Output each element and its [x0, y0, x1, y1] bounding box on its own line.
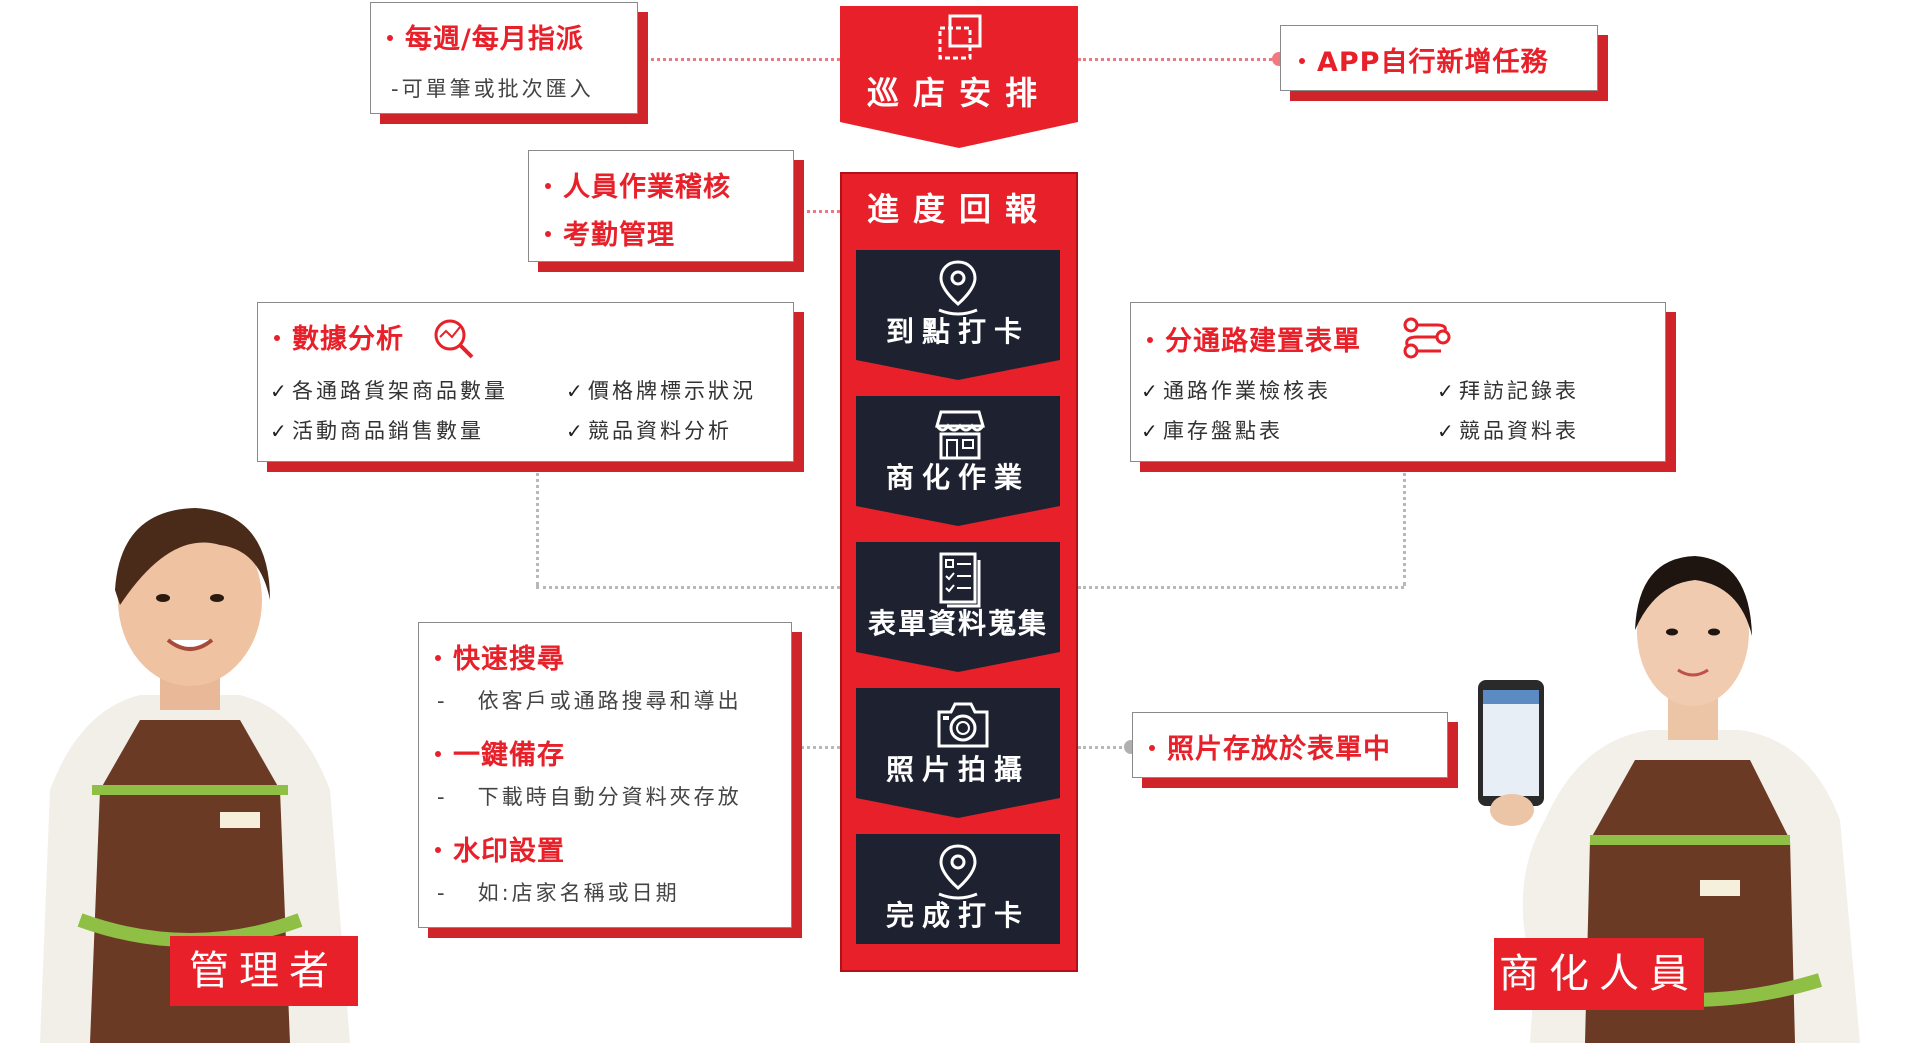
step-photo: 照片拍攝 — [856, 688, 1060, 798]
connector-audit — [795, 210, 840, 213]
search-section-sub: 如:店家名稱或日期 — [477, 881, 680, 905]
step-label: 照片拍攝 — [885, 753, 1030, 786]
step-label: 到點打卡 — [885, 315, 1030, 348]
search-section-title: 水印設置 — [453, 836, 565, 867]
connector-app — [1078, 58, 1278, 61]
connector-forms-v — [1403, 466, 1406, 586]
step-arrow — [856, 798, 1060, 818]
manager-illustration — [40, 508, 350, 1043]
audit-callout: 人員作業稽核 考勤管理 — [528, 150, 794, 262]
analysis-item: 價格牌標示狀況 — [588, 379, 756, 403]
forms-item: 通路作業檢核表 — [1163, 379, 1331, 403]
analysis-title: 數據分析 — [292, 324, 404, 355]
schedule-header-block: 巡店安排 — [840, 6, 1078, 122]
map-pin-icon — [938, 844, 978, 900]
storefront-icon — [935, 410, 985, 460]
search-section-sub: 下載時自動分資料夾存放 — [477, 785, 742, 809]
step-arrow — [856, 506, 1060, 526]
search-section-sub: 依客戶或通路搜尋和導出 — [477, 689, 742, 713]
assign-title: 每週/每月指派 — [405, 24, 584, 55]
connector-assign — [640, 58, 840, 61]
photo-title: 照片存放於表單中 — [1167, 734, 1391, 765]
forms-item: 庫存盤點表 — [1163, 419, 1283, 443]
analysis-item: 各通路貨架商品數量 — [292, 379, 508, 403]
route-flow-icon — [1403, 317, 1451, 359]
audit-item: 考勤管理 — [563, 220, 675, 251]
app-title: APP自行新增任務 — [1317, 47, 1549, 78]
analytics-magnifier-icon — [434, 319, 474, 359]
forms-callout: 分通路建置表單 ✓通路作業檢核表 ✓拜訪記錄表 ✓庫存盤點表 ✓競品資料表 — [1130, 302, 1666, 462]
schedule-arrow — [840, 122, 1078, 148]
copy-squares-icon — [938, 14, 982, 60]
manager-role-label: 管理者 — [170, 936, 358, 1006]
forms-item: 拜訪記錄表 — [1459, 379, 1579, 403]
audit-item: 人員作業稽核 — [563, 172, 731, 203]
checklist-document-icon — [939, 552, 981, 608]
connector-analysis-h — [536, 586, 840, 589]
progress-title: 進度回報 — [866, 190, 1051, 228]
analysis-item: 活動商品銷售數量 — [292, 419, 484, 443]
search-section-title: 一鍵備存 — [453, 740, 565, 771]
step-label: 表單資料蒐集 — [867, 607, 1048, 640]
step-form-collection: 表單資料蒐集 — [856, 542, 1060, 652]
step-check-in: 到點打卡 — [856, 250, 1060, 360]
app-callout: APP自行新增任務 — [1280, 25, 1598, 91]
connector-analysis-v — [536, 466, 539, 586]
connector-search — [795, 746, 840, 749]
step-label: 完成打卡 — [885, 899, 1030, 932]
schedule-title: 巡店安排 — [866, 74, 1051, 112]
step-label: 商化作業 — [885, 461, 1030, 494]
step-arrow — [856, 360, 1060, 380]
analysis-item: 競品資料分析 — [588, 419, 732, 443]
assign-sub: -可單筆或批次匯入 — [391, 77, 594, 101]
assign-callout: 每週/每月指派 -可單筆或批次匯入 — [370, 2, 638, 114]
search-section-title: 快速搜尋 — [453, 644, 565, 675]
step-arrow — [856, 652, 1060, 672]
analysis-callout: 數據分析 ✓各通路貨架商品數量 ✓價格牌標示狀況 ✓活動商品銷售數量 ✓競品資料… — [257, 302, 794, 462]
photo-callout: 照片存放於表單中 — [1132, 712, 1448, 778]
step-merchandising: 商化作業 — [856, 396, 1060, 506]
forms-title: 分通路建置表單 — [1165, 326, 1361, 357]
search-callout: 快速搜尋 -依客戶或通路搜尋和導出 一鍵備存 -下載時自動分資料夾存放 水印設置… — [418, 622, 792, 928]
forms-item: 競品資料表 — [1459, 419, 1579, 443]
map-pin-icon — [938, 260, 978, 316]
connector-photo — [1078, 746, 1128, 749]
camera-icon — [937, 702, 989, 748]
connector-forms-h — [1078, 586, 1404, 589]
merchandiser-role-label: 商化人員 — [1494, 938, 1704, 1010]
step-check-out: 完成打卡 — [856, 834, 1060, 944]
